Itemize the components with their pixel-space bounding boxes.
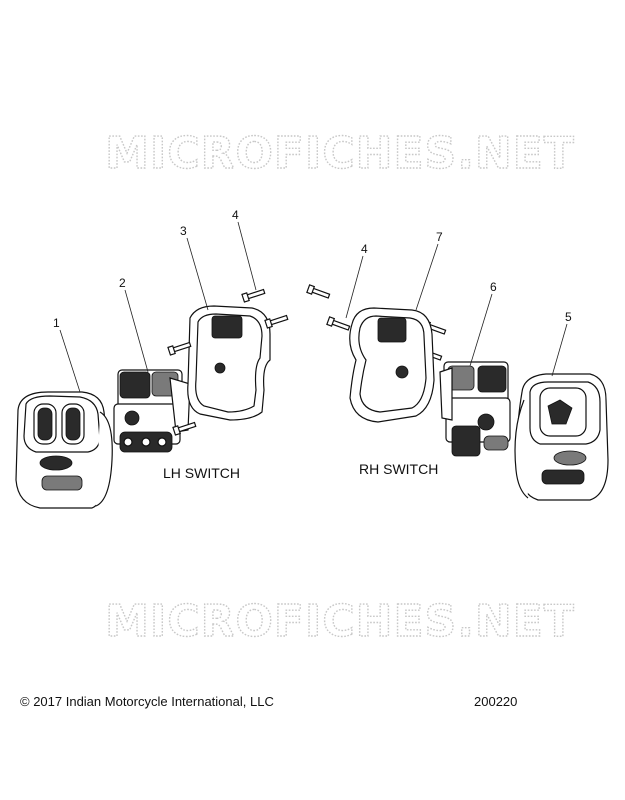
callout-2: 2	[119, 276, 126, 290]
callout-3: 3	[180, 224, 187, 238]
rh-outer-housing	[514, 373, 609, 501]
lh-inner-cover	[187, 305, 271, 421]
lh-outer-housing	[15, 391, 113, 509]
watermark-top: MICROFICHES.NET	[105, 128, 575, 179]
rh-inner-cover	[349, 307, 435, 423]
lh-switch-label: LH SWITCH	[163, 465, 240, 481]
callout-1: 1	[53, 316, 60, 330]
leader-lines	[59, 221, 568, 393]
callout-7: 7	[436, 230, 443, 244]
watermark-bottom: MICROFICHES.NET	[105, 596, 575, 647]
callout-4-right: 4	[361, 242, 368, 256]
diagram-number: 200220	[474, 694, 518, 709]
callout-4-left: 4	[232, 208, 239, 222]
lh-switch-assembly	[113, 369, 191, 453]
lh-screws	[167, 288, 289, 436]
rh-switch-assembly	[439, 361, 511, 457]
callout-6: 6	[490, 280, 497, 294]
rh-switch-label: RH SWITCH	[359, 461, 438, 477]
copyright-text: © 2017 Indian Motorcycle International, …	[20, 694, 274, 709]
callout-5: 5	[565, 310, 572, 324]
